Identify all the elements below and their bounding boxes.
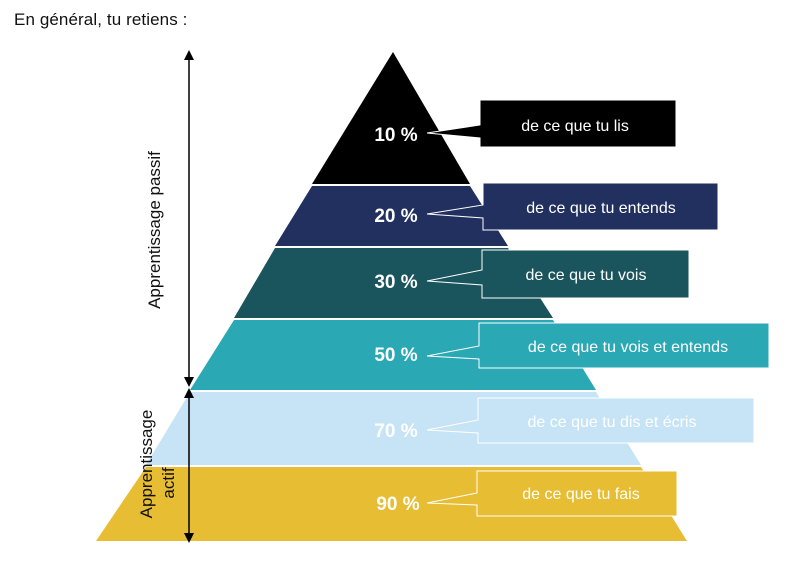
active-learning-label-line2: actif xyxy=(159,467,178,498)
tier-10-caption: de ce que tu lis xyxy=(521,118,629,135)
callout-50-box xyxy=(426,322,770,369)
callout-30-box xyxy=(426,249,690,299)
callout-90 xyxy=(426,470,678,517)
tier-30-caption: de ce que tu vois xyxy=(526,267,647,284)
callout-70-box xyxy=(426,397,755,444)
callout-20-box xyxy=(426,182,719,231)
callout-70 xyxy=(426,397,755,444)
tier-10-band xyxy=(312,52,470,184)
tier-30-band xyxy=(234,248,553,318)
page-heading: En général, tu retiens : xyxy=(14,10,188,29)
tier-50-percent: 50 % xyxy=(374,345,417,366)
callout-30 xyxy=(426,249,690,299)
callout-90-box xyxy=(426,470,678,517)
tier-30-percent: 30 % xyxy=(374,272,417,293)
tier-20-percent: 20 % xyxy=(374,206,417,227)
passive-learning-label: Apprentissage passif xyxy=(145,151,164,309)
tier-70-caption: de ce que tu dis et écris xyxy=(528,414,697,431)
callout-10-box xyxy=(426,99,677,148)
tier-70-percent: 70 % xyxy=(374,421,417,442)
tier-20-caption: de ce que tu entends xyxy=(526,200,675,217)
tier-50-caption: de ce que tu vois et entends xyxy=(528,339,728,356)
tier-90-caption: de ce que tu fais xyxy=(522,486,639,503)
tier-90-percent: 90 % xyxy=(376,494,419,515)
tier-10-percent: 10 % xyxy=(374,125,417,146)
active-learning-label-line1: Apprentissage xyxy=(137,410,156,519)
callout-50 xyxy=(426,322,770,369)
callout-10 xyxy=(426,99,677,148)
callout-20 xyxy=(426,182,719,231)
tier-20-band xyxy=(275,186,508,246)
